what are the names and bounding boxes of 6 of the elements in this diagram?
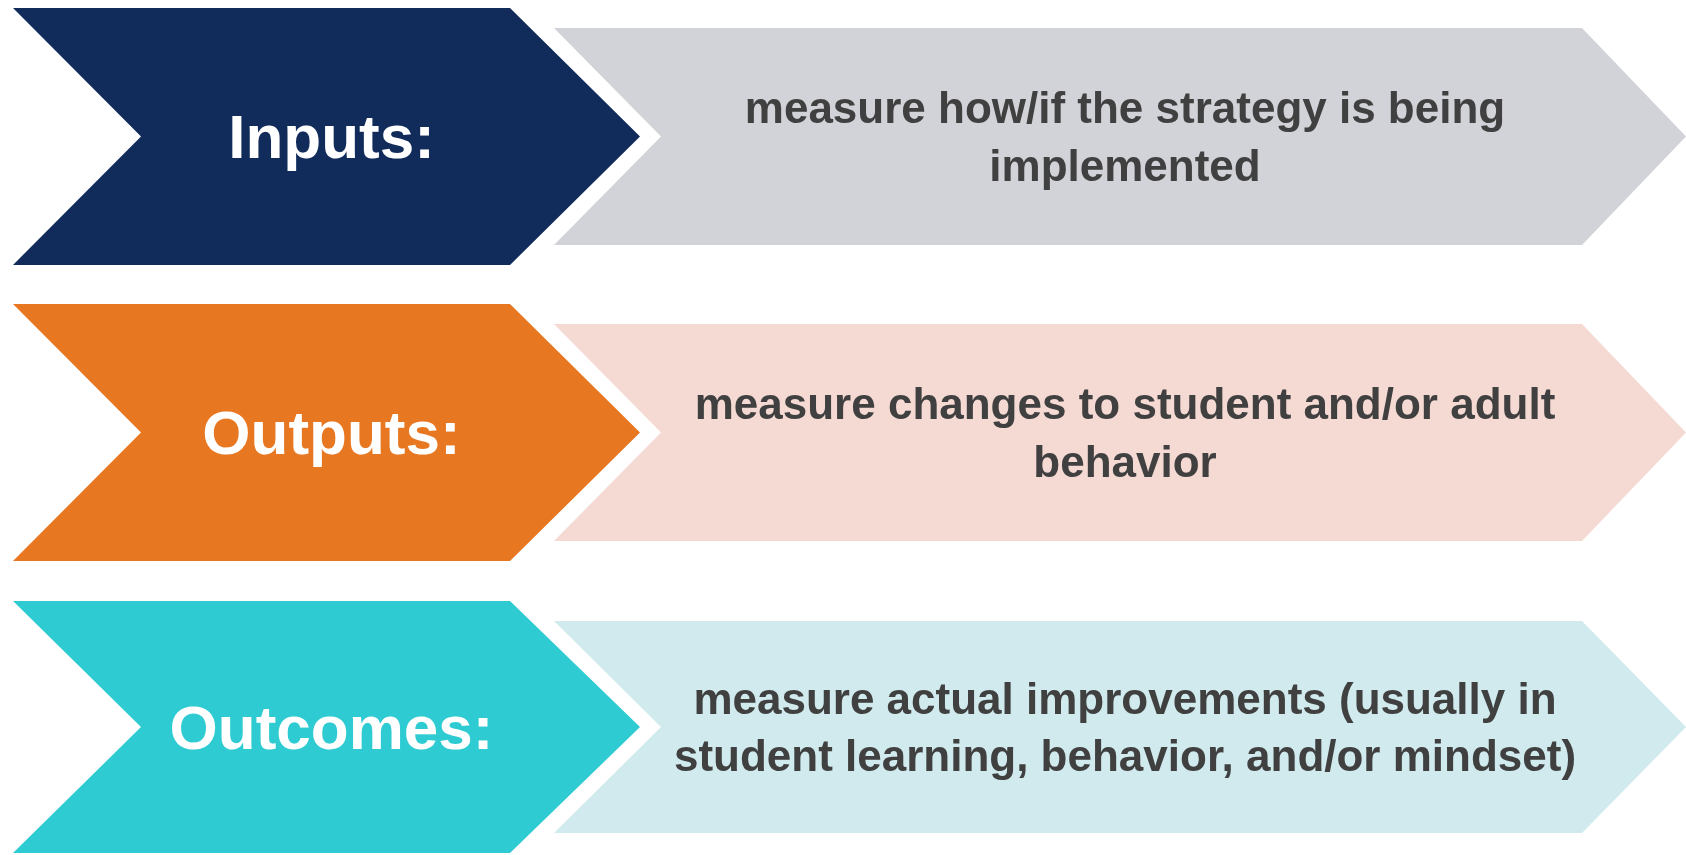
stage-description: measure how/if the strategy is being implemented: [743, 82, 1507, 192]
stage-description: measure actual improvements (usually in student learning, behavior, and/or mindset): [672, 672, 1578, 782]
stage-heading: Inputs:: [228, 101, 435, 172]
stage-heading: Outputs:: [202, 397, 461, 468]
stage-description: measure changes to student and/or adult behavior: [693, 378, 1557, 488]
stage-heading: Outcomes:: [169, 691, 494, 763]
